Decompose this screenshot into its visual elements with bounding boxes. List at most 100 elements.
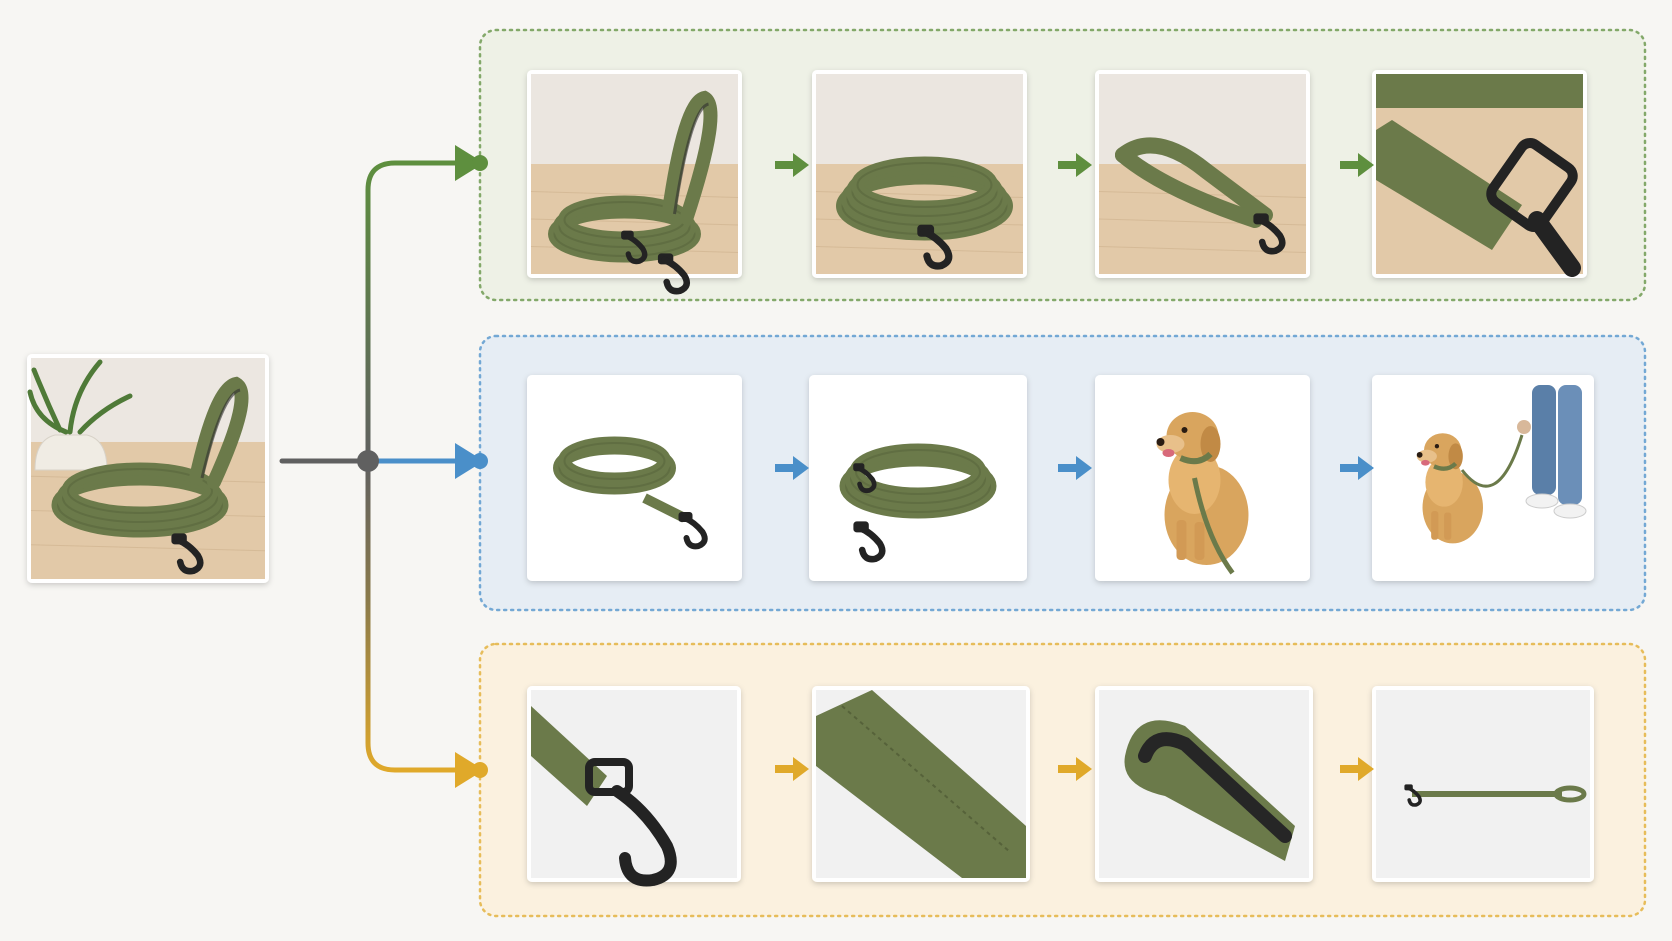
leash-stitch (563, 442, 666, 480)
dog-tongue (1162, 449, 1175, 457)
step-arrow (775, 153, 809, 177)
backdrop (1376, 379, 1590, 577)
step-arrow (1340, 757, 1374, 781)
leash-stitch (855, 449, 981, 495)
step-arrow (1058, 757, 1092, 781)
leash-handle-loop (1115, 137, 1273, 223)
source-image (27, 354, 269, 583)
clip-ring-closeup (1486, 138, 1578, 232)
dog-nose (1416, 451, 1423, 458)
leash-strap (642, 493, 687, 523)
strap-end (1376, 120, 1522, 250)
webbing-texture (816, 690, 1026, 878)
branch-line-green (365, 160, 460, 461)
strap-top (1376, 74, 1583, 108)
clip-hook (661, 256, 691, 295)
person-shoe (1525, 493, 1559, 509)
leash-stitch (67, 468, 213, 514)
person-leg (1532, 385, 1556, 495)
dog-ear (1448, 443, 1463, 470)
padded-handle-closeup (1095, 686, 1313, 882)
webbing-stitch (841, 705, 1011, 853)
dog-leash (1192, 477, 1235, 575)
step-arrow (1058, 153, 1092, 177)
dog-eye (1434, 444, 1440, 449)
dog-tongue (1421, 459, 1430, 466)
plant-vase (34, 434, 108, 471)
clip-hook (1256, 216, 1286, 255)
clip-hook (1406, 786, 1422, 807)
walk-leash (1460, 434, 1524, 488)
backdrop (1376, 690, 1590, 878)
clip-hook (856, 524, 886, 563)
backdrop-wall (816, 74, 1023, 164)
dog-collar (1179, 451, 1213, 465)
backdrop-table (1099, 164, 1306, 274)
step-arrow (1058, 456, 1092, 480)
step-arrow (775, 456, 809, 480)
dog-leg (1431, 511, 1439, 540)
clip-hook (623, 233, 648, 265)
clip-and-strap-closeup (1372, 70, 1587, 278)
dog-collar (1433, 461, 1458, 471)
full-leash-length-view (1372, 686, 1594, 882)
golden-retriever-sitting-with-leash (1095, 375, 1310, 581)
branch-end-dot (472, 155, 488, 171)
handle-padding (200, 388, 241, 479)
leash-handle-loop-with-clip (1095, 70, 1310, 278)
person-walking-golden-retriever (1372, 375, 1594, 581)
step-arrow (775, 757, 809, 781)
branch-arrowhead (455, 752, 484, 788)
leash-coiled-with-clip-on-white (809, 375, 1027, 581)
wood-grain (530, 191, 739, 198)
person-hand (1517, 420, 1531, 434)
leash-handle (661, 90, 718, 225)
padded-handle (1124, 720, 1295, 861)
person-leg (1558, 385, 1582, 505)
leash-handle (189, 376, 249, 489)
branch-arrowhead (455, 145, 484, 181)
clip-hook (855, 465, 877, 494)
clip-hook (920, 228, 953, 270)
clip-body-closeup (1528, 211, 1581, 277)
metal-clip-closeup (527, 686, 741, 887)
plant-leaf (77, 393, 133, 435)
wood-grain (815, 246, 1024, 253)
step-arrow (1340, 153, 1374, 177)
branch-line-yellow (365, 461, 460, 773)
junction-dot (357, 450, 379, 472)
leash-coiled-with-upright-handle (527, 70, 742, 295)
plant-leaf (31, 367, 63, 433)
plant-leaf (67, 359, 103, 435)
leash-loop (1553, 785, 1587, 803)
panel-yellow (478, 642, 1647, 918)
dog-leg (1444, 512, 1452, 540)
leash-fully-coiled (812, 70, 1027, 278)
leash-coiled-on-white (527, 375, 742, 581)
dog-eye (1181, 427, 1188, 433)
clip-hook (174, 536, 204, 575)
person-shoe (1553, 503, 1587, 519)
clip-hook (681, 515, 708, 550)
handle-padding (673, 102, 710, 215)
backdrop (531, 690, 737, 878)
dog-leg (1194, 522, 1205, 560)
clip-ring-closeup (585, 758, 633, 796)
branch-end-dot (472, 453, 488, 469)
dog-nose (1156, 438, 1165, 446)
branch-arrowhead (455, 443, 484, 479)
leash-stitch (856, 162, 993, 208)
leash-handle-loop (1115, 147, 1263, 228)
dog-ear (1200, 426, 1221, 462)
panel-blue (478, 334, 1647, 612)
handle-padding (1138, 732, 1292, 843)
clip-hook-closeup (611, 785, 677, 887)
plant-leaf (27, 389, 69, 435)
dog-leg (1176, 520, 1187, 560)
dog-chest (1425, 457, 1463, 507)
step-arrow (1340, 456, 1374, 480)
webbing-texture-closeup (812, 686, 1030, 882)
branch-end-dot (472, 762, 488, 778)
